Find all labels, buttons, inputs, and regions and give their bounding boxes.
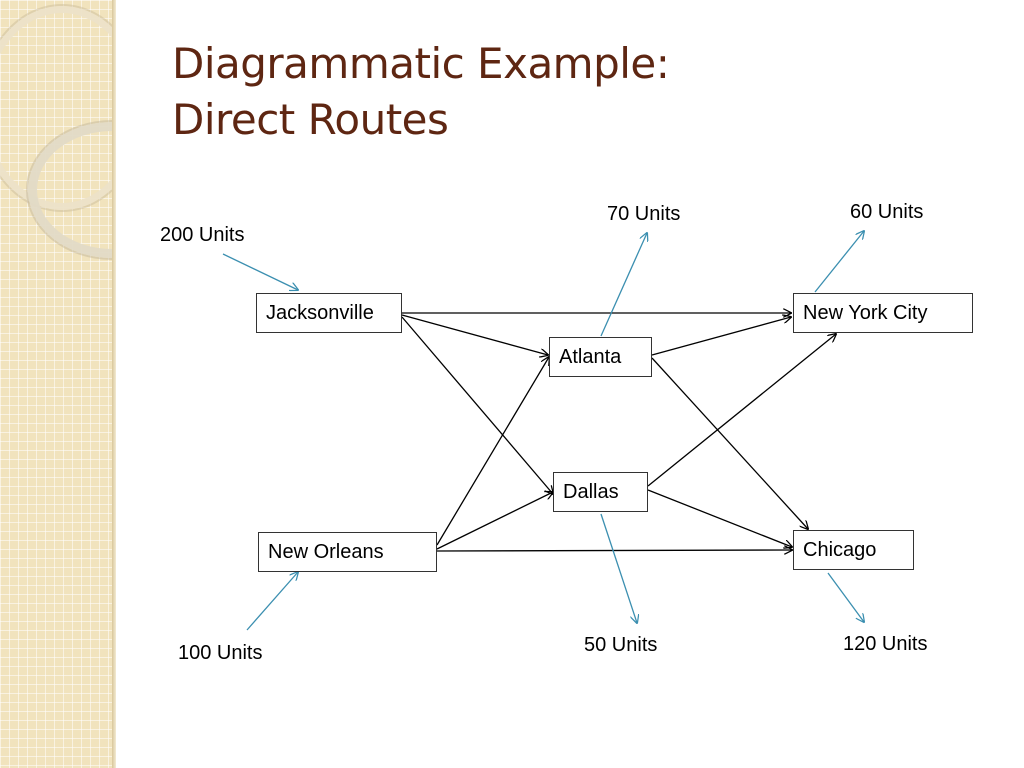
flow-arrow-jacksonville-supply (222, 253, 298, 290)
slide-title-line-2: Direct Routes (172, 95, 449, 144)
route-dallas-new-york-city (647, 334, 836, 487)
label-dallas-demand: 50 Units (584, 634, 658, 656)
route-new-orleans-chicago (436, 550, 792, 551)
label-atlanta-demand: 70 Units (607, 203, 681, 225)
node-new-orleans: New Orleans (258, 532, 437, 572)
route-atlanta-new-york-city (651, 317, 791, 356)
flow-arrow-new-york-city-demand (814, 231, 864, 293)
route-jacksonville-dallas (401, 316, 553, 494)
route-new-orleans-dallas (436, 492, 553, 550)
node-new-york-city: New York City (793, 293, 973, 333)
node-jacksonville: Jacksonville (256, 293, 402, 333)
node-chicago: Chicago (793, 530, 914, 570)
route-atlanta-chicago (651, 357, 808, 529)
flow-arrow-atlanta-demand (600, 233, 647, 337)
flow-arrow-new-orleans-supply (246, 572, 298, 631)
label-chicago-demand: 120 Units (843, 633, 928, 655)
route-dallas-chicago (647, 489, 792, 547)
flow-arrow-dallas-demand (600, 513, 637, 623)
label-jacksonville-supply: 200 Units (160, 224, 245, 246)
label-new-orleans-supply: 100 Units (178, 642, 263, 664)
slide-title: Diagrammatic Example: Direct Routes (172, 36, 670, 148)
node-atlanta: Atlanta (549, 337, 652, 377)
slide-title-line-1: Diagrammatic Example: (172, 39, 670, 88)
route-new-orleans-atlanta (436, 357, 549, 546)
sidebar-edge (112, 0, 116, 768)
node-dallas: Dallas (553, 472, 648, 512)
slide-sidebar-decoration (0, 0, 112, 768)
route-jacksonville-atlanta (401, 314, 548, 355)
label-new-york-city-demand: 60 Units (850, 201, 924, 223)
flow-arrow-chicago-demand (827, 572, 864, 622)
